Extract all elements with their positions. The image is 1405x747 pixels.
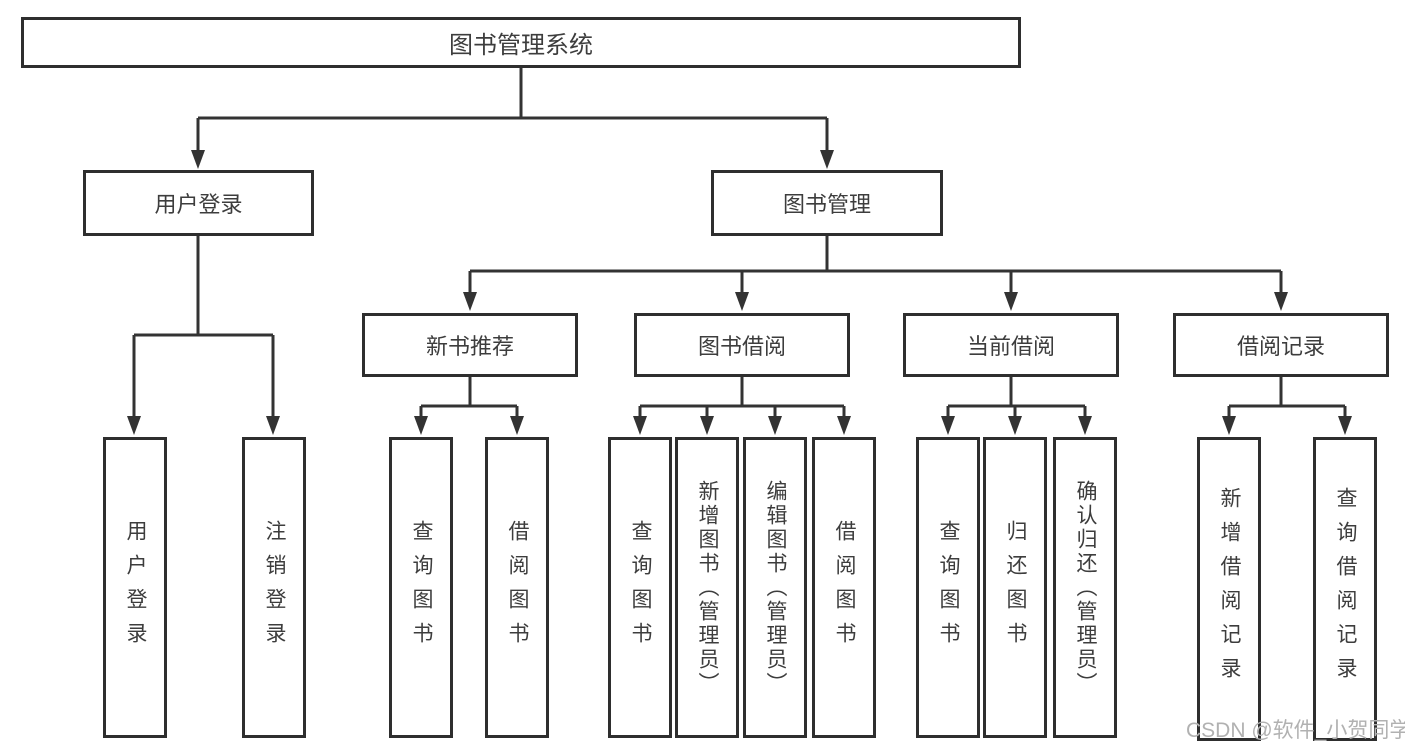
leaf-edit-book-admin: 编辑图书（管理员） xyxy=(743,437,807,738)
leaf-confirm-return-admin: 确认归还（管理员） xyxy=(1053,437,1117,738)
arrow-down-icon xyxy=(1078,416,1092,435)
arrow-down-icon xyxy=(127,416,141,435)
arrow-down-icon xyxy=(1222,416,1236,435)
arrow-down-icon xyxy=(1338,416,1352,435)
leaf-add-borrow-record: 新增借阅记录 xyxy=(1197,437,1261,741)
arrow-down-icon xyxy=(463,292,477,311)
arrow-down-icon xyxy=(837,416,851,435)
leaf-return-book: 归还图书 xyxy=(983,437,1047,738)
leaf-query-books-3: 查询图书 xyxy=(916,437,980,738)
node-book-management: 图书管理 xyxy=(711,170,943,236)
node-library-management-system: 图书管理系统 xyxy=(21,17,1021,68)
leaf-user-login: 用户登录 xyxy=(103,437,167,738)
connector-user-login xyxy=(127,236,280,435)
arrow-down-icon xyxy=(941,416,955,435)
leaf-logout-login: 注销登录 xyxy=(242,437,306,738)
leaf-borrow-books-2: 借阅图书 xyxy=(812,437,876,738)
node-current-borrowing: 当前借阅 xyxy=(903,313,1119,377)
arrow-down-icon xyxy=(700,416,714,435)
arrow-down-icon xyxy=(820,150,834,169)
connector-root xyxy=(191,68,834,169)
arrow-down-icon xyxy=(191,150,205,169)
leaf-add-book-admin: 新增图书（管理员） xyxy=(675,437,739,738)
connector-borrowing-records xyxy=(1222,377,1352,435)
csdn-watermark: CSDN @软件_小贺同学 xyxy=(1186,719,1405,742)
arrow-down-icon xyxy=(768,416,782,435)
connector-new-book-recommend xyxy=(414,377,524,435)
node-book-borrowing: 图书借阅 xyxy=(634,313,850,377)
arrow-down-icon xyxy=(510,416,524,435)
leaf-borrow-books-1: 借阅图书 xyxy=(485,437,549,738)
arrow-down-icon xyxy=(266,416,280,435)
leaf-query-books-2: 查询图书 xyxy=(608,437,672,738)
arrow-down-icon xyxy=(735,292,749,311)
connector-current-borrowing xyxy=(941,377,1092,435)
arrow-down-icon xyxy=(1004,292,1018,311)
arrow-down-icon xyxy=(414,416,428,435)
node-new-book-recommend: 新书推荐 xyxy=(362,313,578,377)
arrow-down-icon xyxy=(1008,416,1022,435)
arrow-down-icon xyxy=(633,416,647,435)
node-borrowing-records: 借阅记录 xyxy=(1173,313,1389,377)
arrow-down-icon xyxy=(1274,292,1288,311)
connector-book-borrowing xyxy=(633,377,851,435)
leaf-query-books-1: 查询图书 xyxy=(389,437,453,738)
leaf-query-borrow-record: 查询借阅记录 xyxy=(1313,437,1377,741)
connector-book-management xyxy=(463,236,1288,311)
node-user-login: 用户登录 xyxy=(83,170,314,236)
